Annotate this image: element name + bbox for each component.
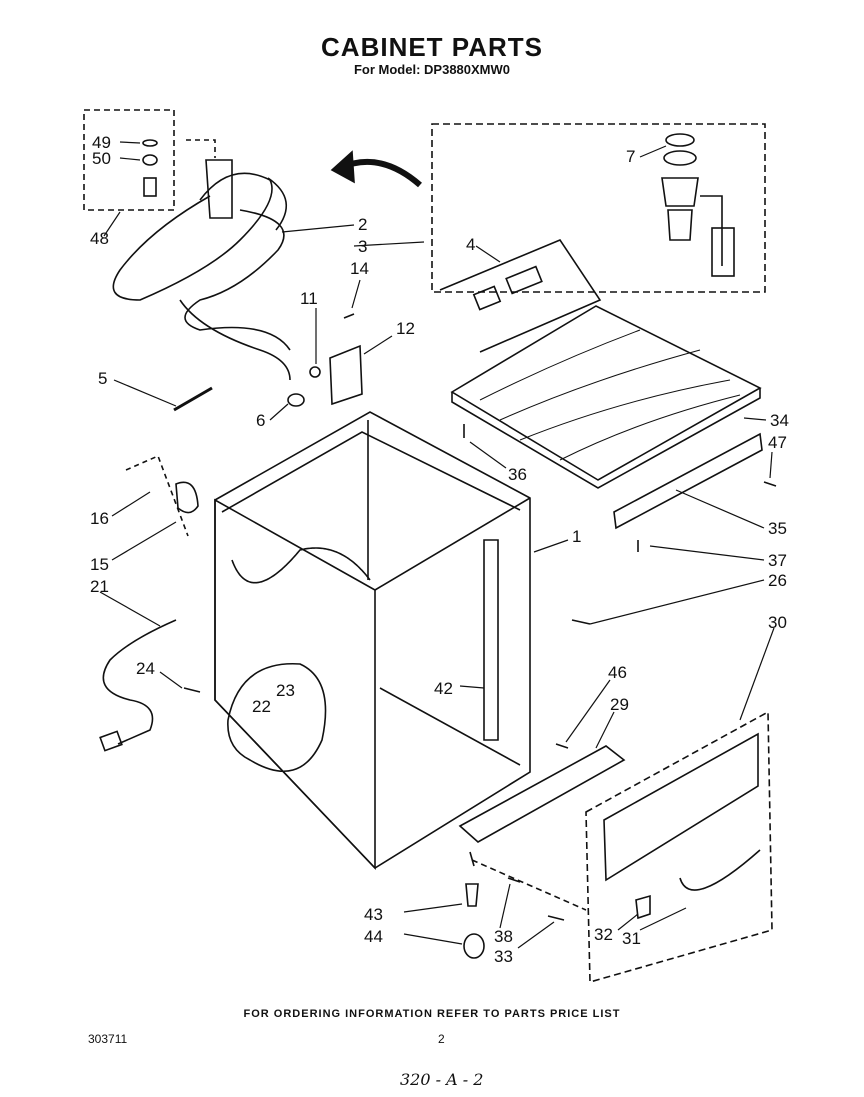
faucet-adapter-group-box <box>83 109 175 211</box>
callout-34: 34 <box>770 411 789 430</box>
clip-32 <box>635 894 651 920</box>
callout-12: 12 <box>396 319 415 338</box>
callout-46: 46 <box>608 663 627 682</box>
faucet-adapter <box>205 159 233 219</box>
tie-strap <box>173 386 213 412</box>
screw-26 <box>571 619 591 625</box>
bottom-bracket <box>458 745 626 843</box>
callout-11: 11 <box>300 289 318 308</box>
callout-24: 24 <box>136 659 155 678</box>
panel-handle <box>679 849 761 891</box>
callout-5: 5 <box>98 369 107 388</box>
screw-24 <box>183 687 201 693</box>
screw-33 <box>547 915 565 921</box>
screw-46 <box>555 743 569 749</box>
document-number: 303711 <box>88 1032 128 1046</box>
valve-parts <box>439 239 602 353</box>
mounting-rail <box>613 432 763 530</box>
callout-35: 35 <box>768 519 787 538</box>
washer-part <box>142 139 158 147</box>
callout-50: 50 <box>92 149 111 168</box>
callout-7: 7 <box>626 147 635 166</box>
strain-relief <box>175 481 199 514</box>
inlet-valve <box>661 133 735 277</box>
toe-panel-group-box <box>585 710 773 984</box>
callout-22: 22 <box>252 697 271 716</box>
valve-group-box <box>431 123 766 293</box>
callout-21: 21 <box>90 577 109 596</box>
clamp-ring <box>287 393 305 407</box>
callout-38: 38 <box>494 927 513 946</box>
callout-15: 15 <box>90 555 109 574</box>
handwritten-note: 320 - A - 2 <box>400 1070 484 1089</box>
page-title: CABINET PARTS <box>321 32 543 62</box>
callout-42: 42 <box>434 679 453 698</box>
page-number: 2 <box>438 1032 445 1046</box>
callout-48: 48 <box>90 229 109 248</box>
callout-4: 4 <box>466 235 475 254</box>
screw-47 <box>763 481 777 487</box>
callout-23: 23 <box>276 681 295 700</box>
callout-1: 1 <box>572 527 581 546</box>
wood-top <box>450 305 762 481</box>
callout-36: 36 <box>508 465 527 484</box>
cabinet-body <box>214 411 531 870</box>
drain-hose <box>112 172 291 381</box>
grommet <box>309 366 321 378</box>
callout-3: 3 <box>358 237 367 256</box>
callout-29: 29 <box>610 695 629 714</box>
ordering-note: FOR ORDERING INFORMATION REFER TO PARTS … <box>243 1008 621 1020</box>
connector-part <box>143 177 157 197</box>
callout-30: 30 <box>768 613 787 632</box>
power-cord <box>99 619 177 752</box>
screw-14 <box>343 313 355 319</box>
callout-6: 6 <box>256 411 265 430</box>
callout-14: 14 <box>350 259 369 278</box>
caster-wheel <box>463 933 485 959</box>
callout-2: 2 <box>358 215 367 234</box>
callout-32: 32 <box>594 925 613 944</box>
model-subtitle: For Model: DP3880XMW0 <box>353 62 511 77</box>
callout-37: 37 <box>768 551 787 570</box>
junction-box <box>329 344 363 406</box>
callout-43: 43 <box>364 905 383 924</box>
callout-49: 49 <box>92 133 111 152</box>
callout-26: 26 <box>768 571 787 590</box>
callout-44: 44 <box>364 927 383 946</box>
screw-38 <box>507 877 521 883</box>
callout-16: 16 <box>90 509 109 528</box>
callout-47: 47 <box>768 433 787 452</box>
toe-panel <box>603 732 759 882</box>
callout-31: 31 <box>622 929 641 948</box>
arrow-head <box>330 150 355 184</box>
leveling-leg <box>465 883 479 907</box>
callout-33: 33 <box>494 947 513 966</box>
